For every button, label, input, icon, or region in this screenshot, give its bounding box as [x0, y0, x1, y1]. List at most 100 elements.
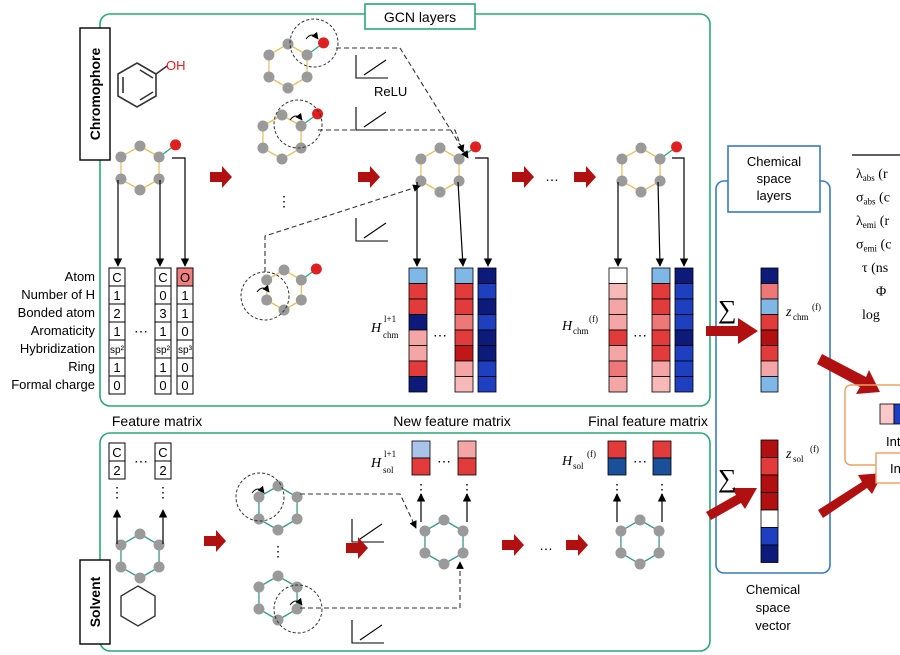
feature-label-number-of-h: Number of H [21, 287, 95, 302]
mol-layer1 [263, 37, 330, 94]
mol-input-atom-3 [134, 184, 146, 196]
mat-chm-final-cell-1-1 [651, 283, 671, 300]
graph-to-matrix-arrows [112, 157, 689, 544]
vec-z-chm-cell-7 [760, 376, 779, 393]
mol-input [115, 139, 182, 196]
mol-layer1-atom-o [318, 37, 330, 49]
chemical-space-vector-line3: vector [755, 618, 791, 633]
z-chm-label: z chm (f) [785, 302, 821, 322]
mat-chm-final-cell-2-3 [674, 314, 694, 331]
mol-input-atom-0 [134, 140, 146, 152]
molecule-graphs [115, 31, 683, 626]
mat-sol-next-cell-0-1 [411, 457, 431, 476]
cell-c1-r1: C [112, 270, 121, 285]
feature-label-hybridization: Hybridization [20, 341, 95, 356]
cell-c3-r2: 1 [181, 288, 188, 303]
mol-next-atom-1 [453, 153, 465, 165]
mol-sol-layer1-atom-2 [291, 513, 303, 525]
svg-text:H: H [561, 454, 573, 469]
mat-chm-next-cell-0-6 [408, 360, 428, 377]
mol-sol-layerN-atom-3 [272, 614, 284, 626]
svg-text:sol: sol [573, 461, 584, 471]
z-sol-vector [760, 439, 779, 563]
sol-ellipsis: ⋯ [134, 453, 148, 469]
cyclohexane-structure [120, 585, 156, 627]
mol-sol-input-atom-4 [115, 561, 127, 573]
mol-next-atom-3 [434, 186, 446, 198]
flow-arrows [204, 166, 596, 559]
flow-arrow-7 [502, 534, 524, 556]
flow-arrow-3 [512, 166, 534, 188]
h-sol-final-matrix [607, 440, 672, 476]
cell-c3-r6: 0 [181, 360, 188, 375]
mat-chm-final-cell-0-7 [608, 376, 628, 393]
message-passing-arrows [264, 47, 469, 609]
property-0: λabs (r [856, 167, 888, 183]
mat-chm-final-cell-0-5 [608, 345, 628, 362]
mat-chm-final-cell-2-5 [674, 345, 694, 362]
mol-sol-final-atom-2 [653, 547, 665, 559]
svg-text:H: H [370, 321, 382, 336]
mat-sol-final-cell-0-1 [607, 457, 627, 476]
mol-layer1-atom-0 [282, 38, 294, 50]
mat-sol-next-cell-0-0 [411, 440, 431, 459]
h-sol-final-label: H sol (f) [561, 449, 596, 471]
cell-c3-r3: 1 [181, 306, 188, 321]
property-2: λemi (r [856, 214, 889, 230]
cell-c2-r7: 0 [159, 378, 166, 393]
mat-chm-next-cell-2-6 [477, 360, 497, 377]
property-6: log [862, 308, 880, 323]
mol-final-atom-0 [635, 142, 647, 154]
mat-chm-final-cell-1-7 [651, 376, 671, 393]
mat-chm-next-cell-0-1 [408, 283, 428, 300]
aggregation-curve-2 [256, 284, 270, 293]
mat-chm-final-cell-1-4 [651, 329, 671, 346]
svg-text:H: H [370, 456, 382, 471]
property-3: σemi (c [856, 238, 891, 254]
mol-layer1-atom-2 [301, 71, 313, 83]
mol-sol-next-atom-1 [457, 525, 469, 537]
vec-z-chm-cell-3 [760, 314, 779, 331]
svg-text:H: H [561, 319, 573, 334]
mol-layerN-atom-1 [295, 274, 307, 286]
mat-chm-next-cell-2-5 [477, 345, 497, 362]
svg-text:(f): (f) [812, 302, 821, 312]
mat-sol-final-cell-1-1 [652, 457, 672, 476]
mol-final-atom-4 [616, 175, 628, 187]
input-box [875, 452, 900, 484]
mat-chm-final-cell-2-6 [674, 360, 694, 377]
chemical-space-layers-line3: layers [757, 188, 792, 203]
flow-arrow-1 [210, 166, 232, 188]
feature-column-3: O 1 1 0 sp³ 0 0 [176, 267, 194, 395]
mol-next-atom-0 [434, 142, 446, 154]
relu-icons [351, 55, 388, 644]
mol-next-atom-2 [453, 175, 465, 187]
mol-layer2-atom-3 [276, 153, 288, 165]
vec-z-sol-cell-1 [760, 457, 779, 476]
mol-layer1-atom-3 [282, 82, 294, 94]
atom-feature-labels: Atom Number of H Bonded atom Aromaticity… [11, 269, 95, 392]
gcn-solvent-frame [99, 432, 711, 652]
svg-text:l+1: l+1 [384, 449, 396, 459]
sum-symbol-chm: ∑ [718, 295, 737, 324]
h-sol-next-vdots-2: ⋮ [460, 481, 474, 497]
mat-chm-final-cell-0-3 [608, 314, 628, 331]
feature-ellipsis: ⋯ [134, 323, 148, 339]
mat-chm-final-cell-2-0 [674, 267, 694, 284]
mol-layer2-atom-1 [295, 120, 307, 132]
mat-chm-final-cell-1-2 [651, 298, 671, 315]
cell-c1-r7: 0 [113, 378, 120, 393]
flow-dots-chromophore: … [545, 168, 559, 184]
mol-final [616, 141, 683, 198]
sol-vdots-1: ⋮ [110, 484, 124, 500]
vec-z-sol-cell-5 [760, 527, 779, 546]
cell-c2-r5: sp² [156, 345, 171, 356]
mat-chm-next-cell-0-5 [408, 345, 428, 362]
mol-sol-input-atom-3 [134, 572, 146, 584]
mol-layerN [261, 263, 322, 316]
mol-next-atom-5 [415, 153, 427, 165]
layer-vdots-solvent: ⋮ [271, 543, 285, 559]
to-interaction-arrow-2 [818, 473, 883, 518]
mol-sol-final-atom-5 [615, 525, 627, 537]
svg-text:sol: sol [383, 465, 394, 475]
